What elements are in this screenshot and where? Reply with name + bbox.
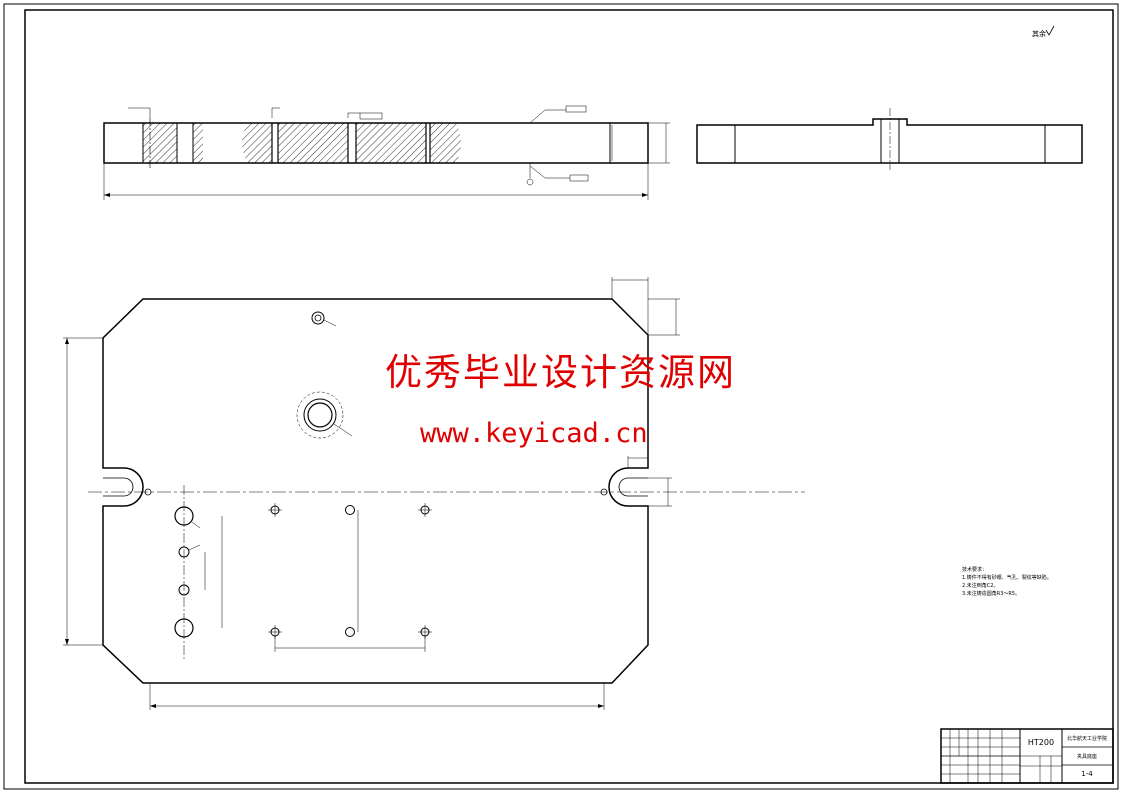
roughness-note: 其余 (1032, 25, 1055, 38)
drawing-number-label: 1-4 (1081, 770, 1093, 778)
top-view (63, 277, 805, 710)
title-block (940, 728, 1114, 784)
inner-border (24, 9, 1114, 784)
svg-text:其余: 其余 (1032, 29, 1046, 38)
svg-text:3.未注铸造圆角R3～R5。: 3.未注铸造圆角R3～R5。 (962, 590, 1020, 597)
side-view (696, 108, 1083, 170)
watermark-chinese: 优秀毕业设计资源网 (385, 351, 736, 394)
title-block-text: HT200 北华航天工业学院 夹具底座 1-4 (1028, 735, 1107, 778)
part-name-label: 夹具底座 (1077, 753, 1097, 760)
svg-text:技术要求：: 技术要求： (962, 566, 987, 573)
outer-border (3, 3, 1119, 790)
watermark-url: www.keyicad.cn (420, 418, 648, 449)
svg-text:1.铸件不得有砂眼、气孔、裂纹等缺陷。: 1.铸件不得有砂眼、气孔、裂纹等缺陷。 (962, 574, 1052, 581)
front-section-view (103, 105, 670, 200)
school-label: 北华航天工业学院 (1067, 735, 1107, 742)
svg-text:2.未注倒角C2。: 2.未注倒角C2。 (962, 582, 998, 589)
material-label: HT200 (1028, 738, 1054, 747)
technical-requirements: 技术要求： 1.铸件不得有砂眼、气孔、裂纹等缺陷。 2.未注倒角C2。 3.未注… (962, 566, 1052, 597)
